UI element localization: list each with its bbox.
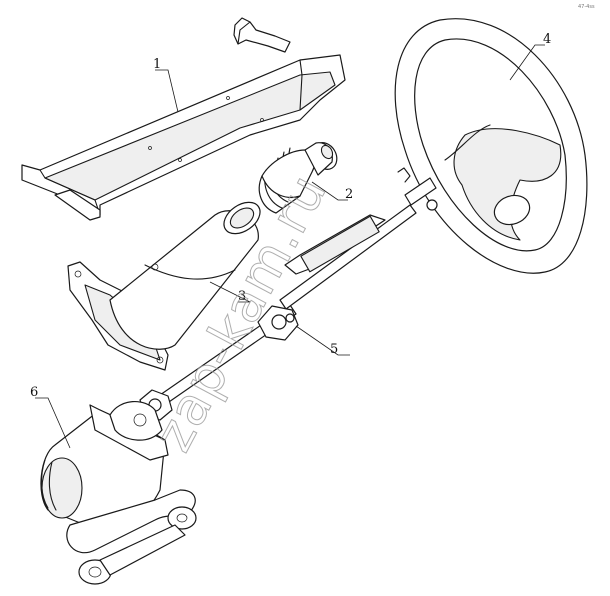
part-5-steering-shaft <box>139 167 438 421</box>
callout-label-6: 6 <box>30 385 38 400</box>
part-1-support-bracket <box>21 17 346 221</box>
leader-lines <box>35 44 545 449</box>
callout-label-4: 4 <box>543 32 551 47</box>
callout-label-1: 1 <box>153 57 161 72</box>
part-2-bellows-boot <box>258 142 338 214</box>
callout-label-3: 3 <box>238 289 246 304</box>
callout-label-5: 5 <box>330 342 338 357</box>
part-3-column-cover <box>67 201 261 371</box>
corner-mark: 47-4ss <box>578 4 595 10</box>
part-6-steering-gear <box>40 401 197 585</box>
part-4-steering-wheel <box>394 18 588 274</box>
callout-label-2: 2 <box>345 187 353 202</box>
